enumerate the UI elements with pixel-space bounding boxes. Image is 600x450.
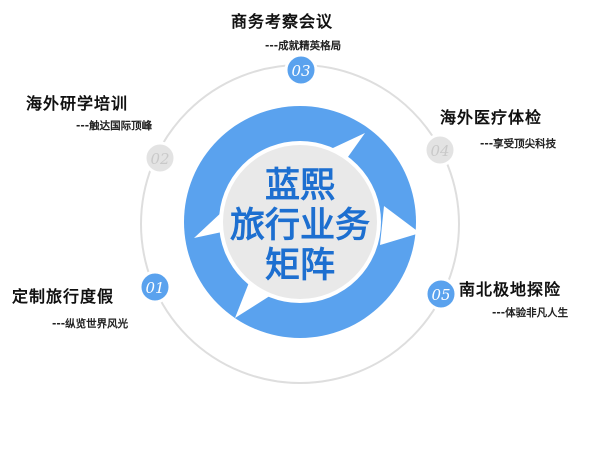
node-02: 02	[143, 141, 177, 175]
node-05-circle	[424, 277, 458, 311]
node-05-number: 05	[431, 286, 450, 304]
node-03: 03	[284, 53, 318, 87]
node-04-circle	[423, 133, 457, 167]
item-02-subtitle: ---触达国际顶峰	[76, 120, 153, 132]
node-04: 04	[423, 133, 457, 167]
item-04-subtitle: ---享受顶尖科技	[480, 138, 557, 150]
center-line-1: 蓝熙	[265, 166, 335, 206]
center-line-3: 矩阵	[265, 246, 335, 286]
item-01-subtitle: ---纵览世界风光	[52, 318, 129, 330]
node-04-number: 04	[430, 142, 449, 160]
node-03-circle	[284, 53, 318, 87]
node-05: 05	[424, 277, 458, 311]
item-03-subtitle: ---成就精英格局	[265, 40, 342, 52]
spike-right	[380, 206, 420, 245]
node-01-circle	[138, 270, 172, 304]
item-05-subtitle: ---体验非凡人生	[492, 307, 569, 319]
center-line-2: 旅行业务	[230, 206, 370, 246]
item-01-title: 定制旅行度假	[12, 287, 115, 306]
item-02-title: 海外研学培训	[26, 94, 129, 113]
item-03-title: 商务考察会议	[231, 12, 334, 31]
item-04-title: 海外医疗体检	[440, 108, 543, 127]
node-01-number: 01	[145, 279, 164, 297]
node-02-circle	[143, 141, 177, 175]
spike-left	[194, 210, 224, 238]
inner-disc	[219, 141, 381, 303]
node-03-number: 03	[291, 62, 310, 80]
item-05-title: 南北极地探险	[459, 280, 562, 299]
node-02-number: 02	[150, 150, 169, 168]
node-01: 01	[138, 270, 172, 304]
